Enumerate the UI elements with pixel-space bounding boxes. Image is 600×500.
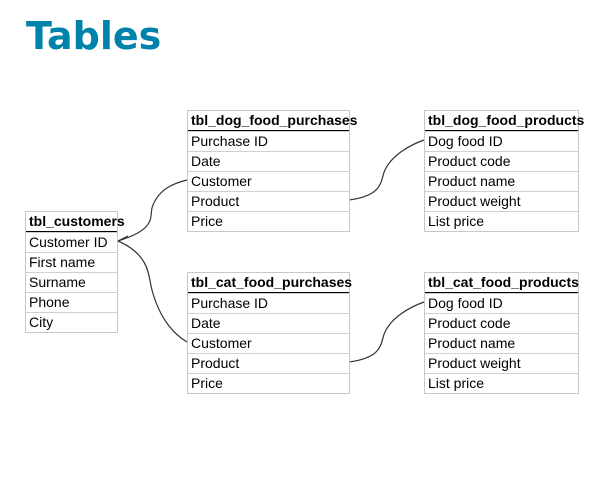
table-field: Product weight [425,191,578,211]
table-field: Price [188,373,349,393]
table-field: Product [188,353,349,373]
table-field: Purchase ID [188,293,349,313]
table-field: Product [188,191,349,211]
table-cat-food-purchases: tbl_cat_food_purchases Purchase ID Date … [187,272,352,394]
table-field: Product name [425,171,578,191]
table-field: City [26,312,117,332]
table-field: First name [26,252,117,272]
table-header: tbl_cat_food_purchases [188,273,352,293]
table-field: Product weight [425,353,578,373]
table-field: Surname [26,272,117,292]
table-field: Product code [425,151,578,171]
table-field: Date [188,313,349,333]
table-cat-food-products: tbl_cat_food_products Dog food ID Produc… [424,272,579,394]
table-header: tbl_dog_food_purchases [188,111,357,131]
relation-dog-product [348,139,425,201]
table-field: Customer [188,333,349,353]
table-field: Customer ID [26,232,117,252]
table-dog-food-products: tbl_dog_food_products Dog food ID Produc… [424,110,584,232]
table-field: Date [188,151,349,171]
table-field: Price [188,211,349,231]
table-field: List price [425,211,578,231]
table-customers: tbl_customers Customer ID First name Sur… [25,211,125,333]
table-dog-food-purchases: tbl_dog_food_purchases Purchase ID Date … [187,110,357,232]
page-title: Tables [26,14,162,58]
table-field: Customer [188,171,349,191]
table-field: Dog food ID [425,131,578,151]
relation-cat-product [348,301,425,363]
relation-customer-cat-purchases [117,240,188,343]
table-field: Dog food ID [425,293,578,313]
table-field: Phone [26,292,117,312]
table-header: tbl_dog_food_products [425,111,584,131]
crows-foot [117,235,129,247]
relation-customer-dog-purchases [117,179,188,242]
table-field: List price [425,373,578,393]
table-header: tbl_customers [26,212,125,232]
table-header: tbl_cat_food_products [425,273,579,293]
table-field: Product code [425,313,578,333]
table-field: Product name [425,333,578,353]
table-field: Purchase ID [188,131,349,151]
